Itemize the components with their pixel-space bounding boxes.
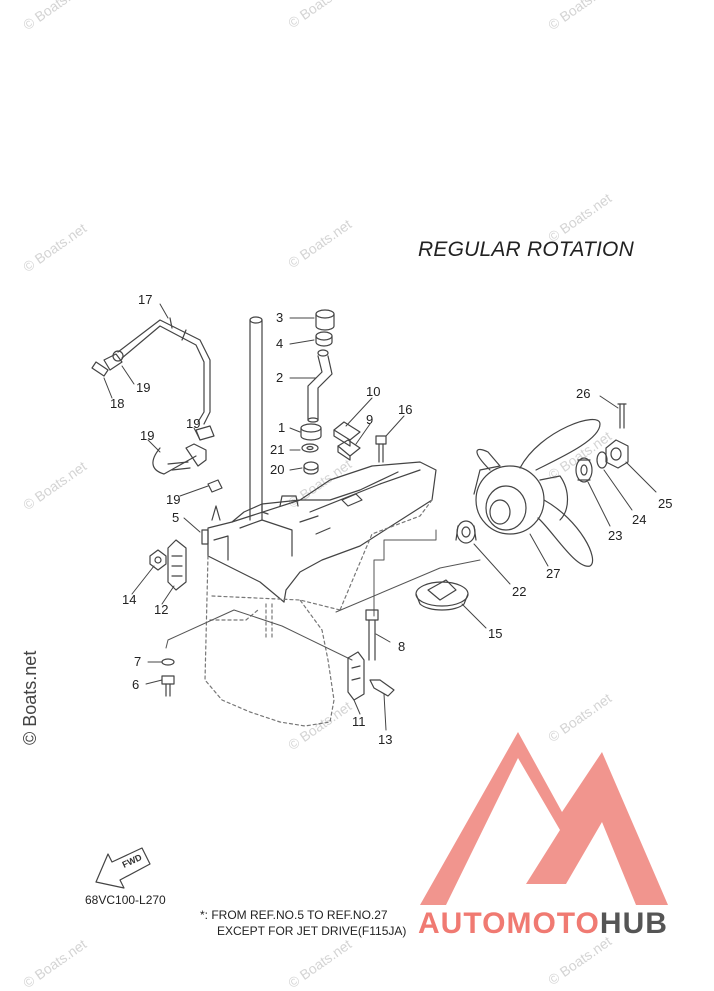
callout: 8 [398, 639, 405, 654]
part-12-anode [167, 539, 187, 591]
callout: 13 [378, 732, 392, 747]
callout: 11 [352, 714, 366, 729]
callout: 7 [134, 654, 141, 669]
part-1-seal [300, 423, 322, 441]
callout: 19 [186, 416, 200, 431]
callout: 21 [270, 442, 284, 457]
part-15-thrust-washer [415, 579, 469, 611]
part-3-grommet [315, 309, 335, 331]
part-19-clamps [112, 350, 223, 493]
callout: 18 [110, 396, 124, 411]
callout: 9 [366, 412, 373, 427]
callout: 15 [488, 626, 502, 641]
fwd-label: FWD [121, 852, 144, 870]
callout: 19 [136, 380, 150, 395]
callout: 10 [366, 384, 380, 399]
part-20-grommet [303, 461, 319, 475]
note-line-2: EXCEPT FOR JET DRIVE(F115JA) [217, 924, 407, 938]
callout: 6 [132, 677, 139, 692]
part-18-nipple [91, 353, 123, 377]
brand-wordmark: AUTOMOTOHUB [418, 907, 668, 941]
part-22-spacer [455, 520, 477, 544]
drawing-code: 68VC100-L270 [85, 893, 166, 907]
brand-part-1: AUTOMOTO [418, 907, 600, 940]
brand-logo [420, 732, 668, 905]
part-6-bolt [161, 675, 175, 697]
callout: 17 [138, 292, 152, 307]
part-2-water-pipe [307, 349, 333, 423]
callout: 4 [276, 336, 283, 351]
note-line-1: *: FROM REF.NO.5 TO REF.NO.27 [200, 908, 388, 922]
part-21-washer [301, 443, 319, 453]
callout: 5 [172, 510, 179, 525]
part-17-hose [117, 317, 211, 425]
callout: 20 [270, 462, 284, 477]
callout: 19 [140, 428, 154, 443]
part-25-nut [605, 439, 629, 469]
callout: 27 [546, 566, 560, 581]
part-8-bolt [365, 609, 379, 661]
lower-casing [204, 461, 437, 727]
callout: 1 [278, 420, 285, 435]
part-9-plate [337, 439, 361, 461]
part-14-nut [149, 549, 167, 571]
part-10-plate [333, 421, 361, 447]
callout: 19 [166, 492, 180, 507]
callout: 2 [276, 370, 283, 385]
part-26-cotter-pin [617, 403, 627, 429]
part-23-spacer [575, 457, 593, 483]
part-13-bolt [369, 679, 395, 697]
callout: 23 [608, 528, 622, 543]
part-4-grommet [315, 331, 333, 347]
callout: 26 [576, 386, 590, 401]
brand-part-2: HUB [599, 907, 668, 940]
part-11-anode [347, 651, 365, 701]
part-16-bolt [375, 435, 387, 463]
part-27-propeller [473, 419, 601, 567]
callout: 14 [122, 592, 136, 607]
callout: 22 [512, 584, 526, 599]
callout: 25 [658, 496, 672, 511]
callout: 16 [398, 402, 412, 417]
callout: 24 [632, 512, 646, 527]
drive-shaft [249, 316, 263, 521]
part-24-washer [596, 451, 608, 469]
callout: 12 [154, 602, 168, 617]
diagram-title: REGULAR ROTATION [418, 238, 634, 261]
fwd-arrow-icon: FWD [95, 847, 151, 889]
part-7-washer [161, 658, 175, 666]
callout: 3 [276, 310, 283, 325]
part-5-pin [201, 529, 209, 545]
